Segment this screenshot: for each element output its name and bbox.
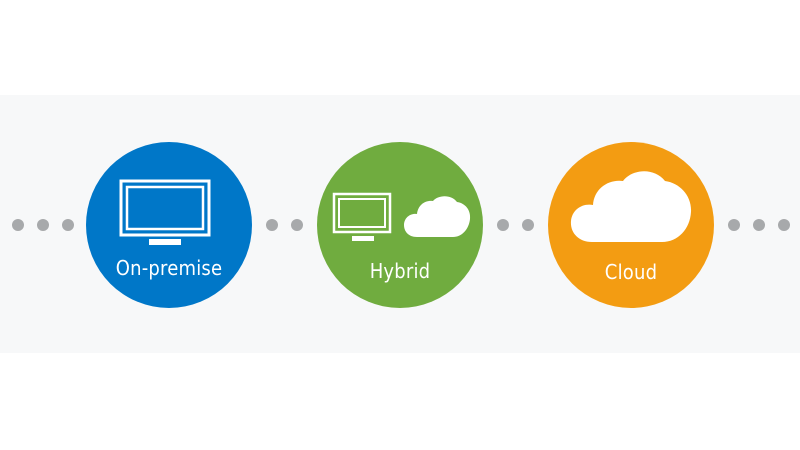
node-label: On-premise	[115, 256, 223, 280]
on-premise-node: On-premise	[86, 142, 252, 308]
connector-dot	[37, 219, 49, 231]
node-label: Hybrid	[369, 259, 431, 283]
connector-dot	[266, 219, 278, 231]
cloud-icon	[404, 196, 471, 237]
connector-dot	[497, 219, 509, 231]
connector-dot	[291, 219, 303, 231]
connector-dot	[778, 219, 790, 231]
connector-dot	[753, 219, 765, 231]
hybrid-node: Hybrid	[317, 142, 483, 308]
node-label: Cloud	[604, 260, 658, 284]
connector-dot	[12, 219, 24, 231]
cloud-node: Cloud	[548, 142, 714, 308]
monitor-icon	[332, 192, 392, 241]
cloud-icon	[570, 171, 692, 242]
connector-dot	[728, 219, 740, 231]
monitor-icon	[119, 179, 211, 245]
connector-dot	[62, 219, 74, 231]
connector-dot	[522, 219, 534, 231]
